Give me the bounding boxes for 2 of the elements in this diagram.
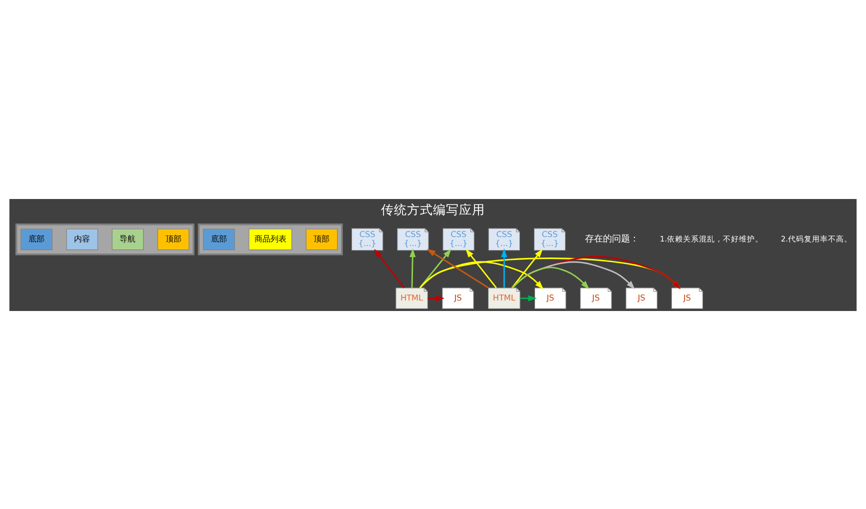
diagram-title: 传统方式编写应用 (381, 201, 485, 216)
label: 存在的问题： (585, 233, 640, 244)
